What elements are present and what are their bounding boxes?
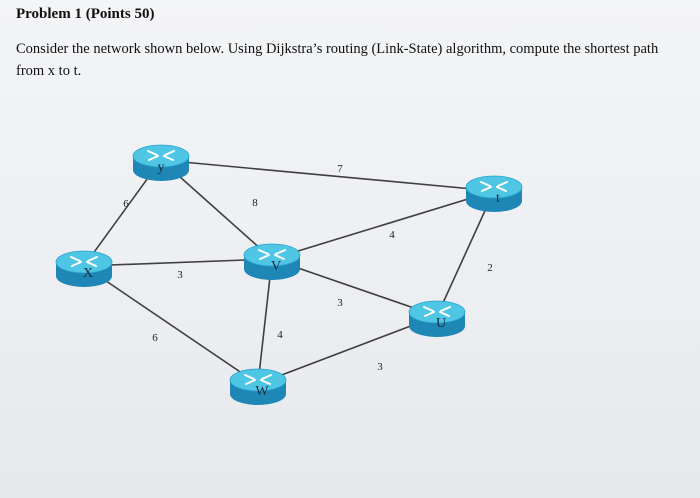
link-y-t [160,159,495,192]
link-cost-y-v: 8 [252,197,258,209]
router-arrows-icon [423,306,451,317]
link-cost-x-y: 6 [123,198,129,210]
router-arrows-icon [70,256,98,267]
router-arrows-icon [147,150,175,161]
link-cost-u-t: 2 [487,262,493,274]
link-cost-y-t: 7 [337,163,343,175]
router-u: U [408,300,466,337]
router-label-y: y [158,160,165,175]
link-cost-w-u: 3 [377,361,383,373]
link-cost-v-w: 4 [277,329,283,341]
router-label-x: X [83,266,93,281]
router-w: W [229,368,287,405]
problem-title: Problem 1 (Points 50) [16,6,155,22]
link-cost-x-w: 6 [152,332,158,344]
router-v: V [243,243,301,280]
router-label-v: V [271,259,281,274]
link-x-v [83,258,273,267]
router-arrows-icon [480,181,508,192]
router-arrows-icon [258,249,286,260]
router-label-u: U [436,316,446,331]
link-v-t [271,190,495,260]
link-x-w [83,265,259,385]
link-u-t [436,190,495,317]
router-x: X [55,250,113,287]
link-w-u [257,315,438,385]
router-label-w: W [255,384,269,399]
router-arrows-icon [244,374,272,385]
router-y: y [132,144,190,181]
router-t: t [465,175,523,212]
router-label-t: t [496,191,500,206]
link-cost-v-t: 4 [389,229,395,241]
problem-statement: Consider the network shown below. Using … [16,41,659,79]
link-cost-x-v: 3 [177,269,183,281]
link-cost-v-u: 3 [337,297,343,309]
